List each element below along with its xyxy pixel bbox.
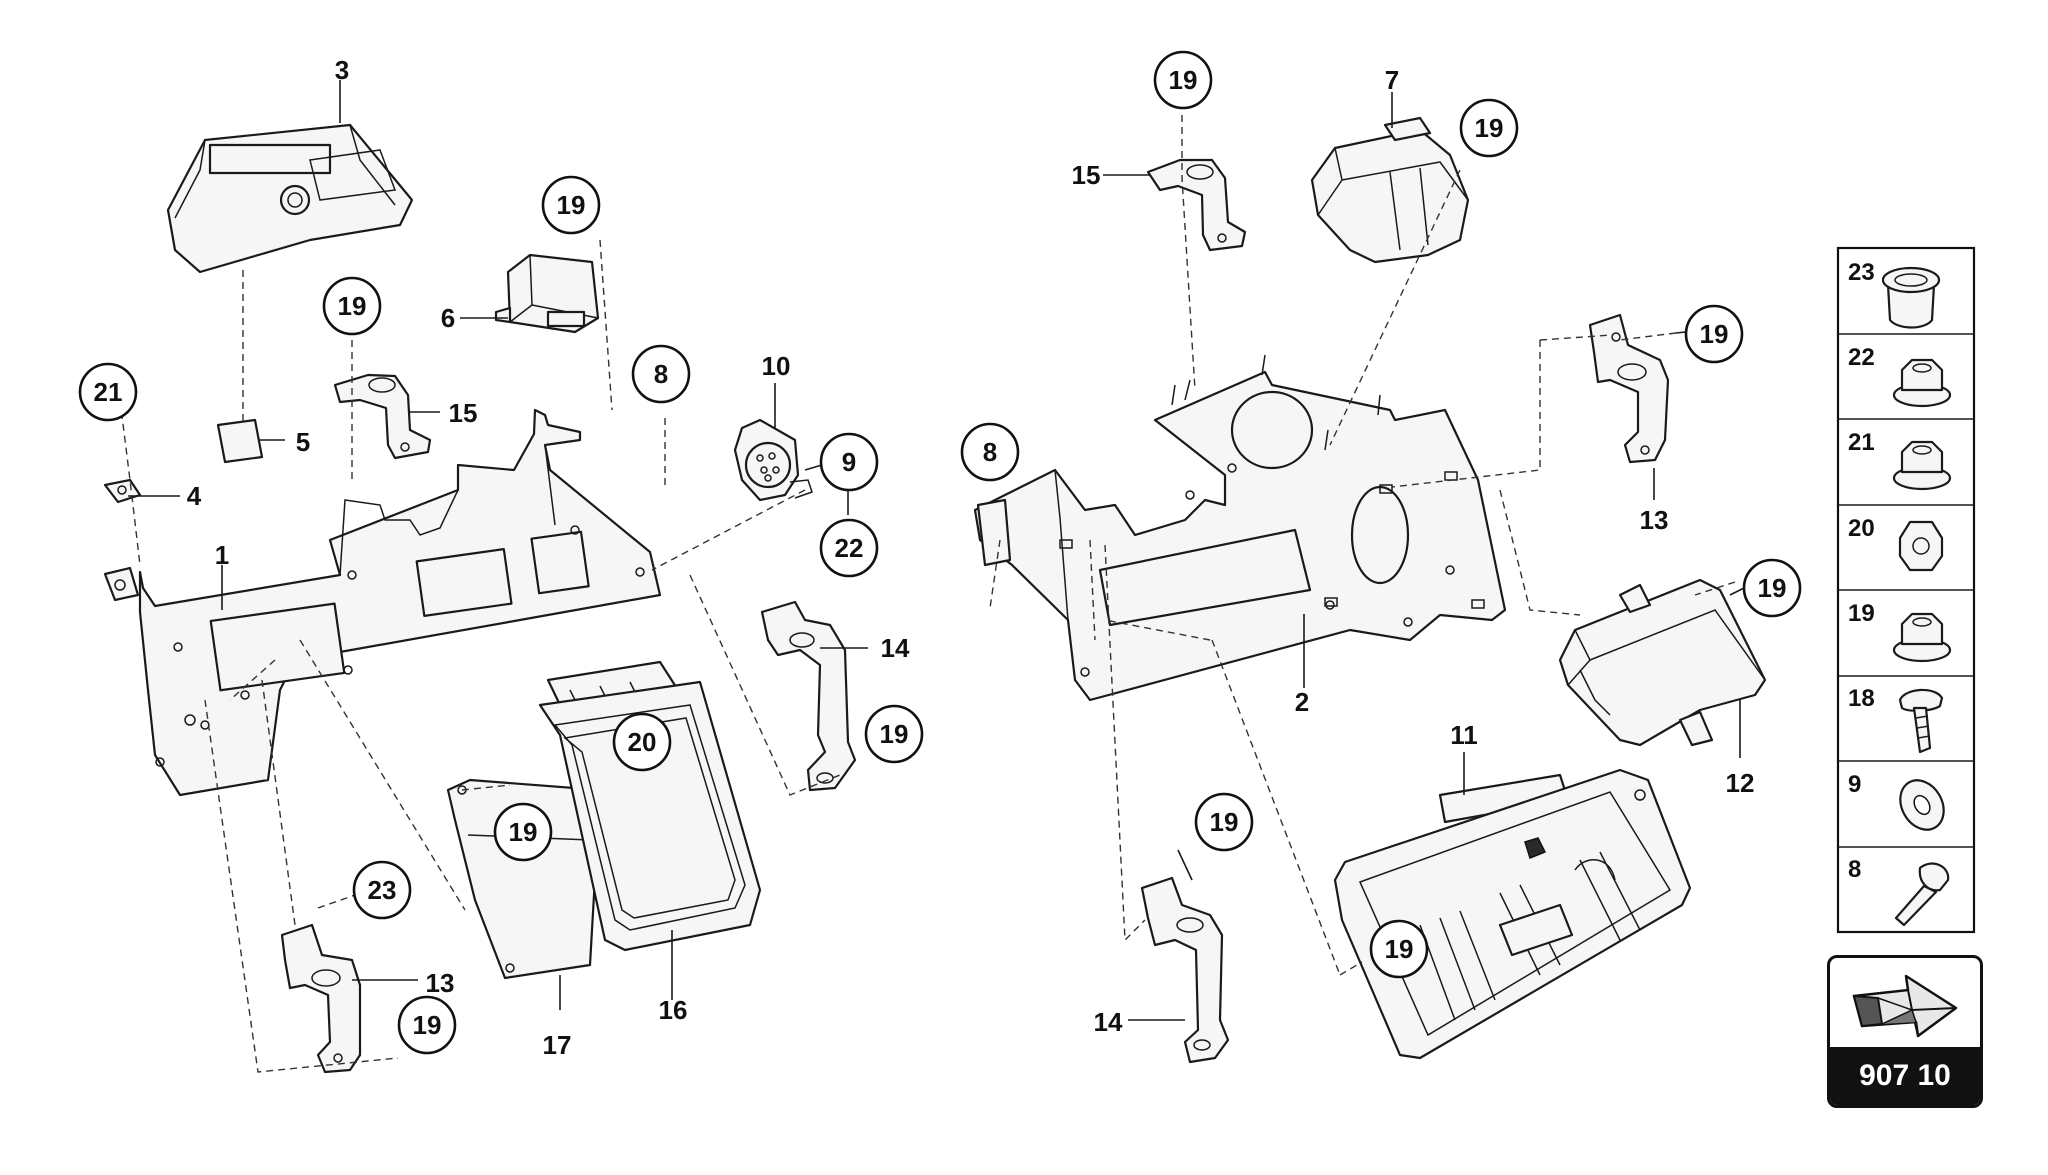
part-14-bracket-left[interactable] <box>760 600 857 792</box>
svg-text:21: 21 <box>1848 429 1875 456</box>
callout-19-k: 19 <box>1385 934 1414 964</box>
callout-13-right: 13 <box>1640 505 1669 535</box>
callout-17: 17 <box>543 1030 572 1060</box>
callout-23: 23 <box>368 875 397 905</box>
part-1-main-bracket[interactable] <box>103 408 662 797</box>
callout-12: 12 <box>1726 768 1755 798</box>
callout-19-c: 19 <box>880 719 909 749</box>
bolt-icon <box>1894 862 1950 927</box>
fastener-legend: 23 22 21 20 <box>1836 246 1976 934</box>
legend-row-18: 18 <box>1848 685 1944 754</box>
svg-text:18: 18 <box>1848 685 1875 712</box>
callout-7: 7 <box>1385 65 1399 95</box>
right-leader-lines <box>1103 92 1745 1021</box>
part-11-ecu[interactable] <box>1333 768 1692 1060</box>
callout-21: 21 <box>94 377 123 407</box>
callout-19-a: 19 <box>557 190 586 220</box>
callout-8-right: 8 <box>983 437 997 467</box>
legend-row-23: 23 <box>1848 259 1941 329</box>
svg-text:8: 8 <box>1848 856 1861 883</box>
callout-19-i: 19 <box>1758 573 1787 603</box>
callout-19-j: 19 <box>1210 807 1239 837</box>
callout-11: 11 <box>1450 720 1478 750</box>
left-assembly-lines <box>119 239 841 1073</box>
callout-16: 16 <box>659 995 688 1025</box>
callout-19-h: 19 <box>1700 319 1729 349</box>
hex-nut-icon <box>1898 520 1944 572</box>
callout-3: 3 <box>335 55 349 85</box>
part-15-bracket-left[interactable] <box>333 373 432 460</box>
callout-9: 9 <box>842 447 856 477</box>
callout-14-left: 14 <box>881 633 910 663</box>
callout-13-left: 13 <box>426 968 455 998</box>
left-leader-lines <box>128 80 868 1010</box>
reference-code: 907 10 <box>1830 1047 1980 1105</box>
legend-row-8: 8 <box>1848 856 1950 927</box>
callout-4: 4 <box>187 481 202 511</box>
part-2-main-bracket[interactable] <box>973 354 1507 702</box>
washer-icon <box>1899 779 1945 831</box>
callout-10: 10 <box>762 351 791 381</box>
right-callouts: 7 15 2 13 12 11 14 19 19 8 19 19 19 19 <box>960 50 1802 1037</box>
legend-row-22: 22 <box>1848 344 1952 408</box>
callout-14-right: 14 <box>1094 1007 1123 1037</box>
callout-5: 5 <box>296 427 310 457</box>
callout-19-g: 19 <box>1475 113 1504 143</box>
callout-1: 1 <box>215 540 229 570</box>
flange-nut-icon <box>1892 612 1952 663</box>
part-16-ecu[interactable] <box>538 660 762 952</box>
arrow-icon <box>1852 974 1958 1038</box>
flange-nut-icon <box>1892 358 1952 408</box>
callout-8-left: 8 <box>654 359 668 389</box>
part-14-bracket-right[interactable] <box>1140 876 1230 1064</box>
part-13-bracket-left[interactable] <box>280 923 362 1074</box>
part-13-bracket-right[interactable] <box>1588 313 1670 464</box>
svg-text:19: 19 <box>1848 600 1875 627</box>
left-callouts: 3 6 5 4 15 1 10 14 13 17 16 19 19 21 8 9… <box>78 55 924 1060</box>
callout-19-b: 19 <box>338 291 367 321</box>
callout-6: 6 <box>441 303 455 333</box>
callout-22: 22 <box>835 533 864 563</box>
part-5-pad[interactable] <box>216 418 264 464</box>
part-4-clip[interactable] <box>103 478 142 504</box>
flange-nut-icon <box>1892 440 1952 491</box>
svg-text:20: 20 <box>1848 515 1875 542</box>
bolt-icon <box>1898 688 1944 754</box>
legend-row-19: 19 <box>1848 600 1952 663</box>
legend-row-20: 20 <box>1848 515 1944 572</box>
part-6-relay[interactable] <box>494 253 600 334</box>
callout-20: 20 <box>628 727 657 757</box>
part-12-module[interactable] <box>1558 578 1767 747</box>
callout-2: 2 <box>1295 687 1309 717</box>
callout-15-left: 15 <box>449 398 478 428</box>
svg-text:23: 23 <box>1848 259 1875 286</box>
svg-text:9: 9 <box>1848 771 1861 798</box>
part-3-control-unit[interactable] <box>166 123 414 274</box>
callout-19-d: 19 <box>509 817 538 847</box>
legend-row-21: 21 <box>1848 429 1952 491</box>
callout-19-e: 19 <box>413 1010 442 1040</box>
callout-15-right: 15 <box>1072 160 1101 190</box>
right-assembly-lines <box>989 115 1736 976</box>
reference-box: 907 10 <box>1827 955 1983 1108</box>
callout-19-f: 19 <box>1169 65 1198 95</box>
part-10-connector[interactable] <box>733 418 813 502</box>
part-7-control-box[interactable] <box>1310 116 1470 264</box>
cap-nut-icon <box>1881 266 1941 329</box>
part-15-bracket-right[interactable] <box>1146 158 1247 252</box>
svg-text:22: 22 <box>1848 344 1875 371</box>
legend-row-9: 9 <box>1848 771 1945 831</box>
